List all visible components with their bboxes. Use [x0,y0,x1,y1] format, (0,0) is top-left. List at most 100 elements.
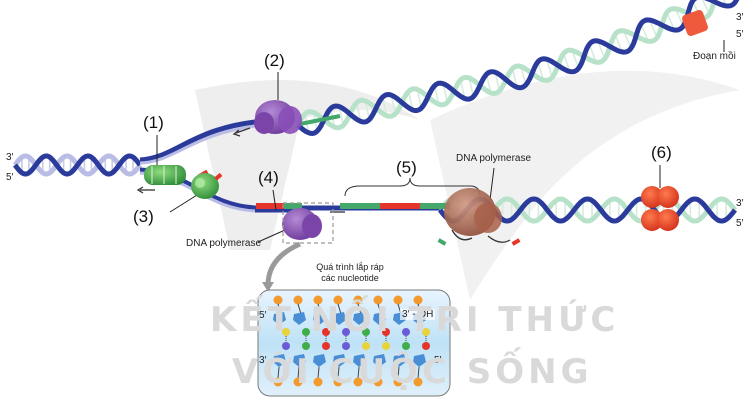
inset-bond-top [357,303,362,315]
inset-base-bottom [422,342,430,350]
left-3prime-label: 3′ [6,152,14,163]
inset-phosphate-top [413,295,423,305]
inset-bond-top [317,303,322,315]
inset-title-line2: các nucleotide [321,273,379,283]
label-4: (4) [258,168,279,187]
label-2: (2) [264,51,285,70]
inset-bond-bottom [337,366,340,379]
inset-sugar-top [273,312,286,325]
left-5prime-label: 5′ [6,172,14,183]
inset-phosphate-bottom [333,377,343,387]
inset-sugar-bottom [273,354,286,367]
inset-bond-bottom [317,366,320,379]
inset-phosphate-top [333,295,343,305]
protein-1 [144,165,186,185]
inset-base-top [382,328,390,336]
inset-5prime-left: 5′ [259,310,267,321]
released-nucleotides [214,172,521,246]
dna-polymerase-label-bottom: DNA polymerase [186,238,262,249]
top-right-5prime-label: 5′ [736,29,744,40]
inset-base-top [302,328,310,336]
inset-base-top [362,328,370,336]
inset-base-top [402,328,410,336]
inset-sugar-top [313,312,326,325]
inset-base-top [422,328,430,336]
watermark-line2: VỚI CUỘC SỐNG [232,352,593,392]
fork-upper-strand-inner [139,124,256,165]
inset-phosphate-bottom [373,377,383,387]
inset-phosphate-bottom [293,377,303,387]
inset-phosphate-top [353,295,363,305]
inset-phosphate-top [373,295,383,305]
inset-bond-top [377,303,382,315]
inset-phosphate-bottom [393,377,403,387]
inset-base-top [342,328,350,336]
dna-polymerase-label-top: DNA polymerase [456,153,532,164]
inset-sugar-bottom [373,354,386,367]
ligase-6 [641,186,679,231]
bracket-5 [344,177,481,197]
inset-bond-top [337,303,342,315]
primer-top-right [682,10,708,36]
inset-phosphate-top [273,295,283,305]
label-5: (5) [396,158,417,177]
primer-okazaki-left [256,203,284,209]
primer-okazaki-mid [380,203,420,209]
mid-right-3prime-label: 3′ [736,198,744,209]
inset-bond-bottom [417,366,420,379]
inset-bond-top [277,303,282,315]
inset-base-top [282,328,290,336]
parental-helix-left [12,153,143,177]
leader-lines [156,40,725,243]
inset-phosphate-top [393,295,403,305]
inset-title-line1: Quá trình lắp ráp [316,262,384,272]
inset-sugar-bottom [333,354,346,367]
inset-base-bottom [362,342,370,350]
primer-label: Đoạn mồi [693,51,736,62]
inset-phosphate-bottom [353,377,363,387]
inset-sugar-bottom [293,354,306,367]
inset-bond-bottom [357,366,360,379]
inset-pointer [265,241,302,286]
inset-5prime-right: 5′ [434,355,442,366]
helicase-2 [254,100,302,134]
inset-base-bottom [382,342,390,350]
inset-bond-bottom [277,366,280,379]
inset-bond-bottom [297,366,300,379]
inset-sugar-bottom [353,354,366,367]
mid-right-5prime-label: 5′ [736,218,744,229]
label-3: (3) [133,207,154,226]
inset-base-bottom [282,342,290,350]
leading-green-segment [299,114,341,126]
watermark-line1: KẾT NỐI TRI THỨC [210,300,620,340]
inset-base-bottom [302,342,310,350]
inset-bond-top [297,303,302,315]
inset-sugar-top [373,312,386,325]
label-1: (1) [143,113,164,132]
inset-phosphate-top [313,295,323,305]
label-6: (6) [651,143,672,162]
inset-sugar-bottom [393,354,406,367]
inset-base-bottom [402,342,410,350]
inset-sugar-bottom [313,354,326,367]
inset-phosphate-bottom [413,377,423,387]
inset-sugar-top [353,312,366,325]
inset-bond-bottom [377,366,380,379]
inset-bond-bottom [397,366,400,379]
inset-3oh-label: 3′ - OH [400,309,436,320]
dna-polymerase-5 [444,188,502,236]
inset-base-top [322,328,330,336]
inset-sugar-bottom [413,354,426,367]
enzymes [144,100,679,244]
inset-base-bottom [322,342,330,350]
inset-phosphate-bottom [313,377,323,387]
inset-sugar-top [333,312,346,325]
inset-phosphate-bottom [273,377,283,387]
top-right-3prime-label: 3′ [736,12,744,23]
inset-phosphate-top [293,295,303,305]
leading-helix-upper [295,0,740,137]
inset-sugar-top [293,312,306,325]
protein-3 [191,173,219,199]
dna-polymerase-lagging [282,202,334,244]
